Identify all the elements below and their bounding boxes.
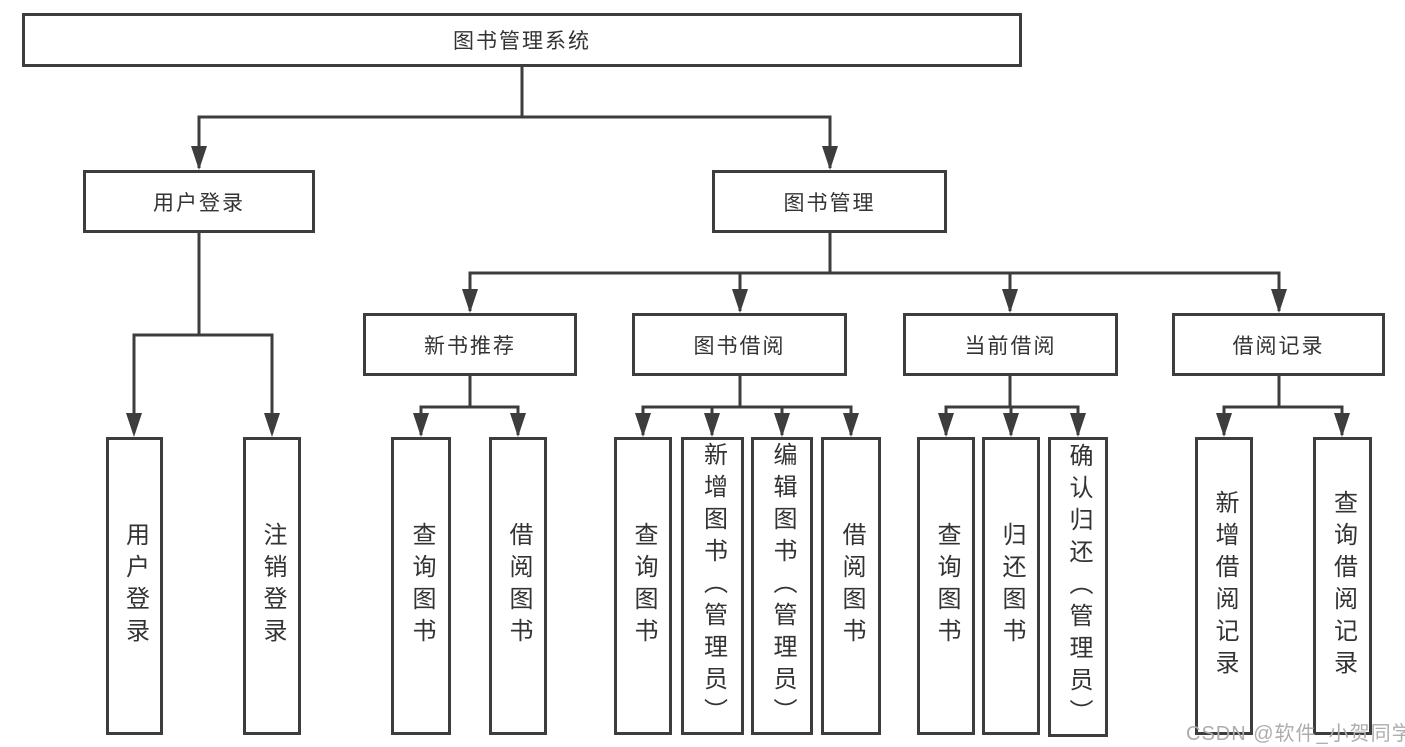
arrowheads <box>126 146 1350 437</box>
node-current-borrowing-label: 当前借阅 <box>964 334 1057 358</box>
node-new-book-recommend-label: 新书推荐 <box>424 334 516 358</box>
leaf-newbook-borrow-books-label: 借阅图书 <box>505 522 532 650</box>
leaf-current-return-books: 归还图书 <box>982 437 1040 735</box>
node-book-management: 图书管理 <box>712 170 947 233</box>
leaf-newbook-query-books-label: 查询图书 <box>408 522 435 650</box>
node-user-login-label: 用户登录 <box>153 191 245 215</box>
leaf-records-query-borrow-record-label: 查询借阅记录 <box>1329 490 1357 682</box>
leaf-user-login-label: 用户登录 <box>121 522 149 650</box>
leaf-borrowing-edit-books-admin-label: 编辑图书（管理员） <box>769 442 796 730</box>
leaf-current-confirm-return-admin-label: 确认归还（管理员） <box>1065 443 1092 731</box>
leaf-borrowing-query-books: 查询图书 <box>614 437 672 735</box>
csdn-watermark: CSDN @软件_小贺同学 <box>1186 723 1405 745</box>
node-new-book-recommend: 新书推荐 <box>363 313 577 376</box>
leaf-current-query-books: 查询图书 <box>917 437 975 735</box>
leaf-borrowing-add-books-admin: 新增图书（管理员） <box>681 437 744 735</box>
node-root-system: 图书管理系统 <box>22 13 1022 67</box>
leaf-logout: 注销登录 <box>243 437 301 735</box>
node-user-login: 用户登录 <box>83 170 315 233</box>
leaf-borrowing-add-books-admin-label: 新增图书（管理员） <box>699 442 727 730</box>
node-current-borrowing: 当前借阅 <box>903 313 1118 376</box>
leaf-current-return-books-label: 归还图书 <box>998 522 1025 650</box>
leaf-records-add-borrow-record: 新增借阅记录 <box>1195 437 1253 735</box>
leaf-current-query-books-label: 查询图书 <box>933 522 960 650</box>
leaf-newbook-query-books: 查询图书 <box>391 437 451 735</box>
node-root-label: 图书管理系统 <box>453 30 591 53</box>
leaf-newbook-borrow-books: 借阅图书 <box>489 437 547 735</box>
leaf-logout-label: 注销登录 <box>259 522 286 650</box>
leaf-borrowing-borrow-books-label: 借阅图书 <box>838 522 865 650</box>
node-borrow-records: 借阅记录 <box>1172 313 1385 376</box>
node-book-management-label: 图书管理 <box>783 191 876 215</box>
node-book-borrowing-label: 图书借阅 <box>693 334 786 358</box>
leaf-borrowing-query-books-label: 查询图书 <box>630 522 657 650</box>
node-borrow-records-label: 借阅记录 <box>1232 334 1325 358</box>
leaf-borrowing-edit-books-admin: 编辑图书（管理员） <box>751 437 813 735</box>
leaf-current-confirm-return-admin: 确认归还（管理员） <box>1048 437 1108 737</box>
node-book-borrowing: 图书借阅 <box>632 313 847 376</box>
leaf-records-query-borrow-record: 查询借阅记录 <box>1313 437 1372 735</box>
leaf-records-add-borrow-record-label: 新增借阅记录 <box>1211 490 1238 682</box>
leaf-user-login: 用户登录 <box>106 437 163 735</box>
leaf-borrowing-borrow-books: 借阅图书 <box>821 437 881 735</box>
